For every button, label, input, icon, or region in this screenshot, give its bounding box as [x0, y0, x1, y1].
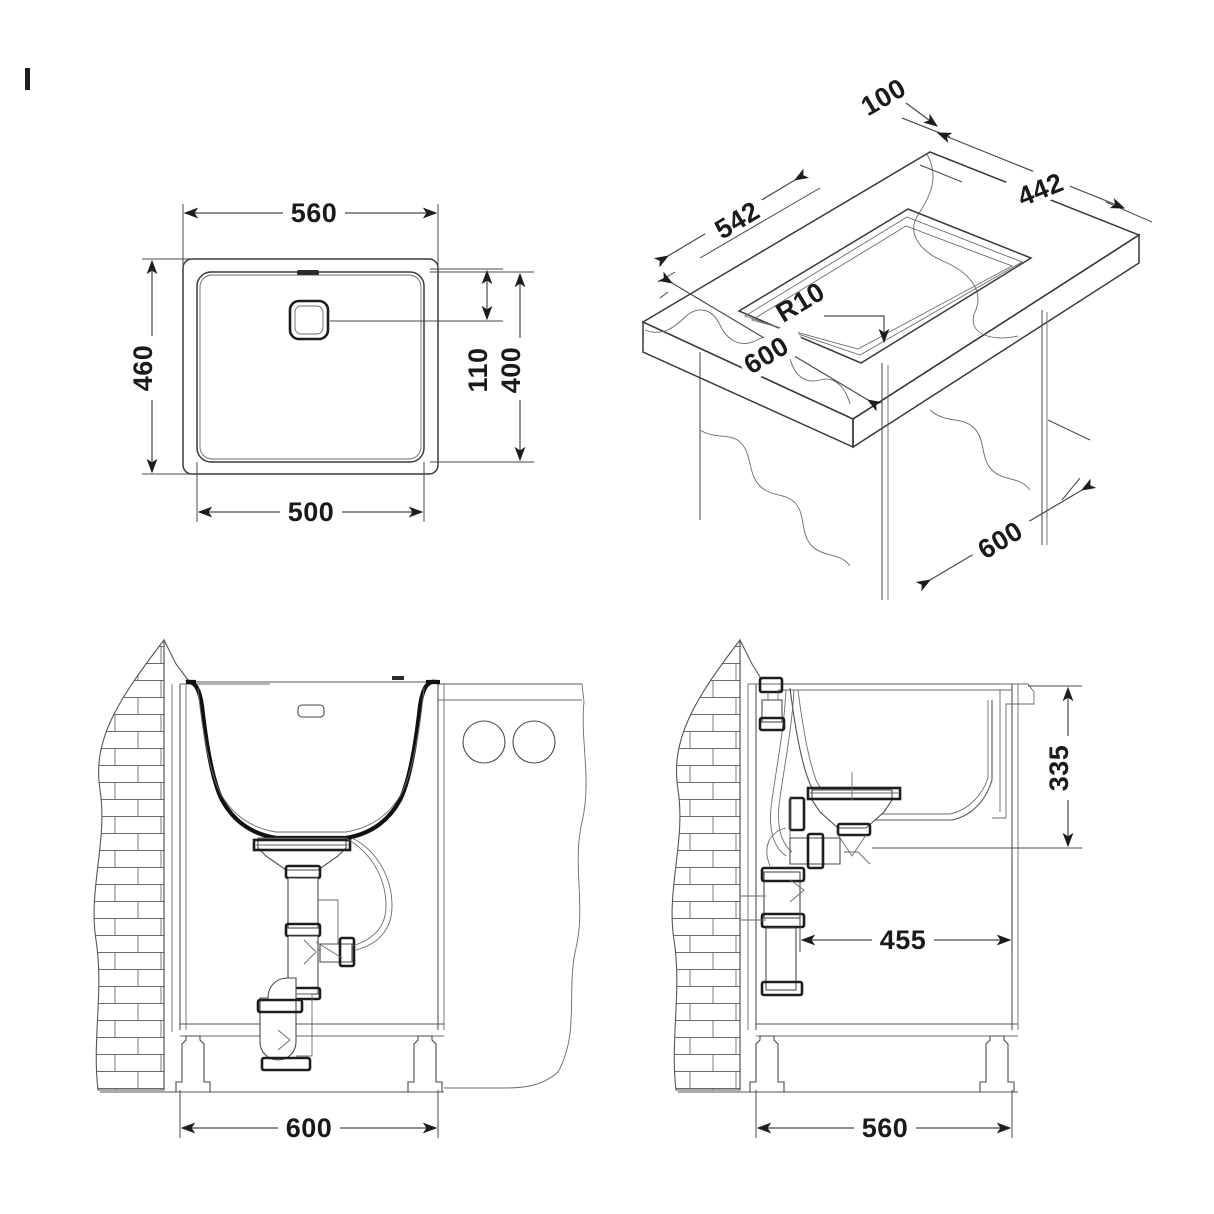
sink-rim-tab [392, 676, 404, 680]
overflow-slot [297, 270, 319, 275]
view-front-section: 600 [93, 638, 587, 1144]
waste-strainer-side [806, 772, 902, 865]
dimension-plan-500: 500 [196, 462, 425, 528]
dimension-iso-100: 100 [856, 73, 963, 183]
dimension-label-400: 400 [496, 347, 526, 394]
dimension-label-side-455: 455 [880, 925, 927, 955]
dimension-plan-400: 400 [430, 271, 536, 463]
sink-bowl-inner-outline [199, 274, 422, 460]
dimension-plan-460: 460 [128, 258, 190, 475]
dimension-label-side-560: 560 [862, 1113, 909, 1143]
wall-cap-side [739, 639, 763, 681]
cabinet-carcass-side [747, 683, 1019, 1037]
cabinet-leg-right [407, 1035, 443, 1093]
dimension-iso-442: 442 [901, 117, 1153, 223]
dimension-label-side-335: 335 [1044, 745, 1074, 792]
pipe-hole-2 [512, 720, 556, 764]
trap-assembly-front [256, 837, 393, 1072]
dimension-label-560-top: 560 [291, 198, 338, 228]
pipe-hole-1 [462, 720, 506, 764]
worktop-break-line-top [913, 153, 1019, 339]
dimension-front-600: 600 [179, 1090, 439, 1144]
view-plan: 560 460 500 [128, 197, 536, 528]
sink-bowl-front [185, 676, 440, 841]
dimension-plan-560: 560 [182, 197, 439, 268]
cabinet-legs-front [175, 1035, 443, 1093]
cabinet-legs-side [749, 1035, 1015, 1093]
cabinet-leg-side-right [979, 1035, 1015, 1093]
view-isometric: 100 442 542 R10 [641, 73, 1153, 600]
cabinet-leg-side-left [749, 1035, 785, 1093]
wall-cap-front [163, 639, 189, 681]
waste-strainer-front [252, 837, 352, 880]
dimension-plan-110: 110 [330, 268, 503, 400]
dimension-label-500: 500 [288, 497, 335, 527]
overflow-hose-side [758, 676, 795, 857]
worktop-break-line-front-right [497, 701, 587, 1089]
dimension-label-460: 460 [128, 345, 158, 392]
sink-outer-flange [182, 258, 439, 475]
wall-brickwork-side [671, 638, 741, 1091]
overflow-slot-front [297, 704, 325, 718]
corner-tick-mark [25, 68, 30, 90]
dimension-label-front-600: 600 [286, 1113, 333, 1143]
cabinet-leg-left [175, 1035, 211, 1093]
square-waste [288, 299, 330, 341]
worktop-right-edge [852, 233, 1140, 449]
trap-lower-side [740, 827, 806, 997]
dimension-side-560: 560 [755, 1090, 1013, 1144]
cabinet-break-line-right [929, 409, 1031, 491]
waste-pipe-side [788, 796, 841, 870]
worktop-front-edge [642, 320, 854, 449]
dimension-iso-600-bottom: 600 [915, 419, 1097, 592]
dimension-side-335: 335 [872, 685, 1085, 849]
dimension-label-iso-r10: R10 [771, 276, 830, 328]
view-side-section: 335 455 560 [671, 638, 1085, 1144]
dimension-label-110: 110 [463, 347, 493, 392]
worktop-front-right [438, 683, 587, 1089]
dimension-label-iso-100: 100 [856, 73, 911, 122]
cabinet-break-line-left [699, 429, 851, 567]
dimension-side-455: 455 [799, 860, 1013, 956]
wall-brickwork-front [93, 638, 165, 1091]
